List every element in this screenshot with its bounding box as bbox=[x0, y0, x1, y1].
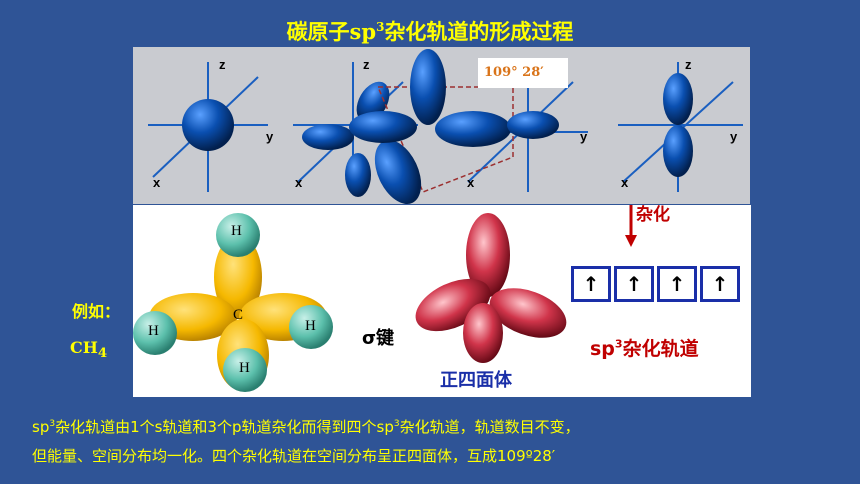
red-lobe bbox=[463, 303, 503, 363]
p-lobe bbox=[302, 124, 354, 150]
description-line-1: sp3杂化轨道由1个s轨道和3个p轨道杂化而得到四个sp3杂化轨道，轨道数目不变… bbox=[32, 418, 580, 436]
sp3-lobe bbox=[374, 140, 422, 204]
bond-angle-label: 109° 28′ bbox=[478, 58, 568, 88]
p-lobe bbox=[345, 153, 371, 197]
orbital-box: ↑ bbox=[571, 266, 611, 302]
arrow-head bbox=[625, 235, 637, 247]
pz-lobe bbox=[663, 125, 693, 177]
atom-h-label: H bbox=[239, 360, 250, 376]
pz-lobe bbox=[663, 73, 693, 125]
sp3-orbital-label: sp3杂化轨道 bbox=[590, 337, 699, 360]
axis-x-label: x bbox=[295, 175, 303, 190]
orbital-boxes: ↑ ↑ ↑ ↑ bbox=[571, 266, 750, 308]
red-lobe bbox=[466, 213, 510, 297]
orbital-box: ↑ bbox=[700, 266, 740, 302]
sp3-lobe bbox=[435, 111, 511, 147]
tetrahedron-label: 正四面体 bbox=[440, 370, 512, 391]
example-label: 例如： bbox=[72, 302, 121, 321]
hydrogen-atom bbox=[216, 213, 260, 257]
methane-model bbox=[133, 205, 637, 392]
axis-y-label: y bbox=[266, 129, 274, 144]
description-text: sp3杂化轨道由1个s轨道和3个p轨道杂化而得到四个sp3杂化轨道，轨道数目不变… bbox=[32, 410, 832, 471]
s-orbital bbox=[182, 99, 234, 151]
orbital-box: ↑ bbox=[657, 266, 697, 302]
sp3-lobe bbox=[214, 235, 262, 319]
sp3-lobe bbox=[349, 111, 417, 143]
atom-h-label: H bbox=[305, 318, 316, 334]
axis-z-label: z bbox=[363, 57, 370, 72]
molecule-panel: H H H H C bbox=[133, 205, 751, 397]
axis-x-label: x bbox=[153, 175, 161, 190]
hydrogen-atom bbox=[289, 305, 333, 349]
atom-c-label: C bbox=[233, 307, 244, 323]
atom-h-label: H bbox=[148, 323, 159, 339]
axis-y-label: y bbox=[730, 129, 738, 144]
slide-title: 碳原子sp3杂化轨道的形成过程 bbox=[286, 19, 574, 44]
hybridization-label: 杂化 bbox=[636, 205, 670, 225]
orbital-diagram-panel: z y x z x x y z y x bbox=[133, 47, 750, 204]
description-line-2: 但能量、空间分布均一化。四个杂化轨道在空间分布呈正四面体，互成109º28′ bbox=[32, 447, 556, 465]
sp3-lobe bbox=[410, 49, 446, 125]
red-lobe bbox=[489, 288, 567, 338]
axis-z-label: z bbox=[685, 57, 692, 72]
atom-h-label: H bbox=[231, 223, 242, 239]
example-formula: CH4 bbox=[70, 338, 108, 362]
axis-y-label: y bbox=[580, 129, 588, 144]
orbital-diagram bbox=[148, 49, 743, 204]
axis-x-label: x bbox=[621, 175, 629, 190]
axis-z-label: z bbox=[219, 57, 226, 72]
hydrogen-atom bbox=[133, 311, 177, 355]
hydrogen-atom bbox=[223, 348, 267, 392]
sigma-bond-label: σ键 bbox=[362, 328, 395, 349]
orbital-box: ↑ bbox=[614, 266, 654, 302]
sp3-lobe bbox=[507, 111, 559, 139]
axis-x-label: x bbox=[467, 175, 475, 190]
